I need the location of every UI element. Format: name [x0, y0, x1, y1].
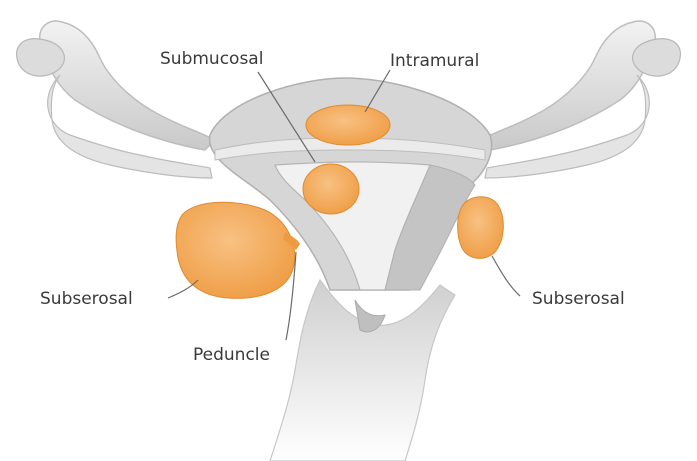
- label-submucosal: Submucosal: [160, 49, 263, 69]
- right-fallopian-tube: [480, 21, 680, 178]
- submucosal-fibroid: [303, 164, 359, 214]
- left-fallopian-tube: [17, 21, 215, 178]
- label-subserosal-right: Subserosal: [532, 289, 625, 309]
- right-subserosal-fibroid: [458, 197, 504, 259]
- cervix: [270, 280, 455, 461]
- label-peduncle: Peduncle: [193, 345, 270, 365]
- label-intramural: Intramural: [390, 51, 479, 71]
- label-subserosal-left: Subserosal: [40, 289, 133, 309]
- intramural-fibroid: [306, 105, 390, 145]
- leader-subserosal-right: [492, 256, 520, 296]
